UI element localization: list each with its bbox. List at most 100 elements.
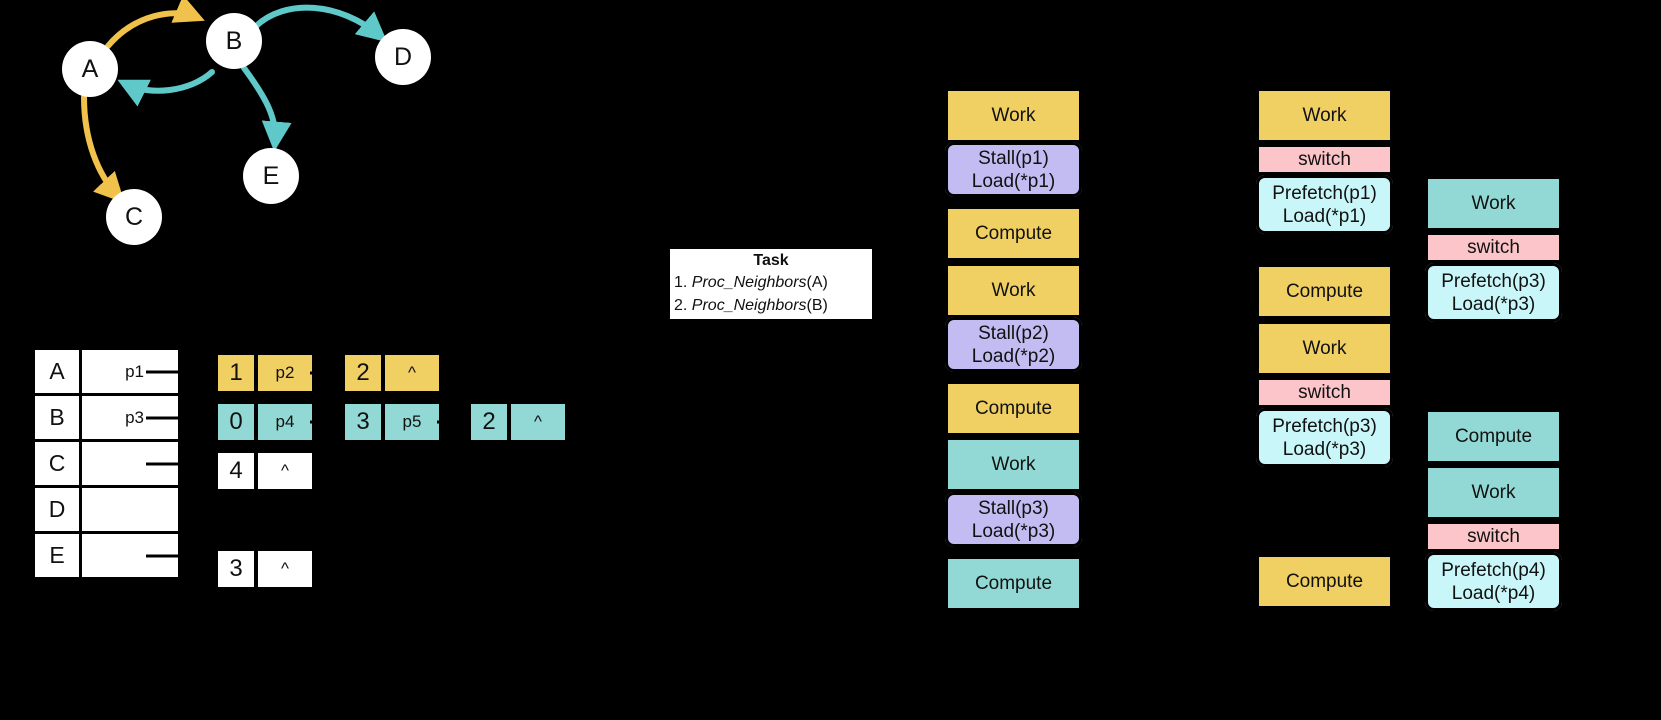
list-item: 1. Proc_Neighbors(A) xyxy=(674,271,868,294)
graph-node-d-label: D xyxy=(393,42,413,71)
timeline-block-switch[interactable]: switch xyxy=(1256,377,1393,408)
graph-node-b-label: B xyxy=(225,26,243,55)
graph-node-c[interactable]: C xyxy=(106,189,162,245)
adjacency-ptr-a-label: p1 xyxy=(125,361,144,381)
timeline-block-work[interactable]: Work xyxy=(945,437,1082,492)
edge-b-to-a xyxy=(117,69,215,107)
timeline-block-label: Compute xyxy=(1285,281,1364,302)
list-item: 2. Proc_Neighbors(B) xyxy=(674,294,868,317)
edge-b-to-d xyxy=(252,4,388,43)
timeline-block-label: Load(*p1) xyxy=(971,170,1056,192)
timeline-block-label: Work xyxy=(991,105,1036,126)
task-title: Task xyxy=(753,252,789,269)
timeline-block-compute[interactable]: Compute xyxy=(1256,554,1393,609)
task-item-2-index: 2. xyxy=(674,297,688,314)
timeline-block-label: Load(*p3) xyxy=(1282,438,1367,460)
list-item[interactable]: 4^ xyxy=(216,451,314,491)
graph-node-b[interactable]: B xyxy=(206,13,262,69)
list-item[interactable]: 2^ xyxy=(343,353,441,393)
chain-cell-pointer: p5 xyxy=(383,402,451,442)
timeline-block-label: Stall(p3) xyxy=(978,497,1049,519)
timeline-block-work[interactable]: Work xyxy=(1256,88,1393,143)
timeline-block-compute[interactable]: Compute xyxy=(1256,264,1393,319)
timeline-block-label: Load(*p3) xyxy=(1451,293,1536,315)
adjacency-ptr-b: p3 xyxy=(79,393,181,442)
graph-node-c-label: C xyxy=(124,202,144,231)
timeline-block-label: switch xyxy=(1298,149,1351,170)
timeline-block-stall-p2[interactable]: Stall(p2)Load(*p2) xyxy=(945,317,1082,372)
timeline-block-label: Work xyxy=(1302,338,1347,359)
timeline-block-compute[interactable]: Compute xyxy=(1425,409,1562,464)
graph-node-d[interactable]: D xyxy=(375,29,431,85)
pointer-line-icon xyxy=(437,420,451,424)
timeline-block-label: Work xyxy=(991,280,1036,301)
timeline-block-label: Compute xyxy=(1454,426,1533,447)
timeline-block-work[interactable]: Work xyxy=(945,263,1082,318)
timeline-block-switch[interactable]: switch xyxy=(1256,144,1393,175)
timeline-block-compute[interactable]: Compute xyxy=(945,556,1082,611)
timeline-block-label: Work xyxy=(1302,105,1347,126)
table-row[interactable]: E xyxy=(32,531,181,580)
timeline-block-label: switch xyxy=(1467,237,1520,258)
edge-a-to-c xyxy=(81,94,125,203)
adjacency-key-b: B xyxy=(32,393,82,442)
chain-cell-pointer: p2 xyxy=(256,353,324,393)
chain-cell-value: 1 xyxy=(216,353,256,393)
table-row[interactable]: B p3 xyxy=(32,393,181,442)
timeline-block-switch[interactable]: switch xyxy=(1425,521,1562,552)
adjacency-key-e: E xyxy=(32,531,82,580)
timeline-block-label: Stall(p2) xyxy=(978,322,1049,344)
timeline-block-label: Compute xyxy=(1285,571,1364,592)
timeline-block-work[interactable]: Work xyxy=(1425,465,1562,520)
list-item[interactable]: 3^ xyxy=(216,549,314,589)
task-item-1-arg: (A) xyxy=(806,274,828,291)
adjacency-key-a: A xyxy=(32,347,82,396)
pointer-line-icon xyxy=(146,554,178,557)
graph-node-e[interactable]: E xyxy=(243,148,299,204)
pointer-line-icon xyxy=(146,416,178,419)
adjacency-ptr-b-label: p3 xyxy=(125,407,144,427)
timeline-block-label: switch xyxy=(1467,526,1520,547)
chain-cell-pointer: p4 xyxy=(256,402,324,442)
timeline-block-work[interactable]: Work xyxy=(1256,321,1393,376)
timeline-block-compute[interactable]: Compute xyxy=(945,206,1082,261)
chain-cell-pointer: ^ xyxy=(256,451,314,491)
timeline-block-label: Compute xyxy=(974,573,1053,594)
timeline-block-label: switch xyxy=(1298,382,1351,403)
pointer-line-icon xyxy=(310,371,324,375)
pointer-line-icon xyxy=(146,370,178,373)
adjacency-ptr-c xyxy=(79,439,181,488)
table-row[interactable]: C xyxy=(32,439,181,488)
task-box: Task 1. Proc_Neighbors(A) 2. Proc_Neighb… xyxy=(670,249,872,319)
timeline-block-prefetch-p3[interactable]: Prefetch(p3)Load(*p3) xyxy=(1256,408,1393,467)
chain-cell-pointer: ^ xyxy=(383,353,441,393)
timeline-block-stall-p3[interactable]: Stall(p3)Load(*p3) xyxy=(945,492,1082,547)
timeline-block-label: Prefetch(p4) xyxy=(1441,559,1546,581)
timeline-block-prefetch-p3[interactable]: Prefetch(p3)Load(*p3) xyxy=(1425,263,1562,322)
timeline-block-prefetch-p4[interactable]: Prefetch(p4)Load(*p4) xyxy=(1425,552,1562,611)
chain-cell-value: 4 xyxy=(216,451,256,491)
timeline-block-prefetch-p1[interactable]: Prefetch(p1)Load(*p1) xyxy=(1256,175,1393,234)
table-row[interactable]: A p1 xyxy=(32,347,181,396)
chain-cell-value: 2 xyxy=(469,402,509,442)
adjacency-ptr-a: p1 xyxy=(79,347,181,396)
timeline-block-switch[interactable]: switch xyxy=(1425,232,1562,263)
timeline-block-label: Work xyxy=(991,454,1036,475)
timeline-block-stall-p1[interactable]: Stall(p1)Load(*p1) xyxy=(945,142,1082,197)
table-row[interactable]: D xyxy=(32,485,181,534)
graph-node-a-label: A xyxy=(81,54,99,83)
pointer-line-icon xyxy=(146,462,178,465)
timeline-block-label: Prefetch(p3) xyxy=(1441,270,1546,292)
adjacency-key-c: C xyxy=(32,439,82,488)
adjacency-ptr-d xyxy=(79,485,181,534)
graph-node-a[interactable]: A xyxy=(62,41,118,97)
list-item[interactable]: 2^ xyxy=(469,402,567,442)
timeline-block-work[interactable]: Work xyxy=(1425,176,1562,231)
timeline-block-compute[interactable]: Compute xyxy=(945,381,1082,436)
edge-b-to-e xyxy=(241,65,292,152)
timeline-block-work[interactable]: Work xyxy=(945,88,1082,143)
